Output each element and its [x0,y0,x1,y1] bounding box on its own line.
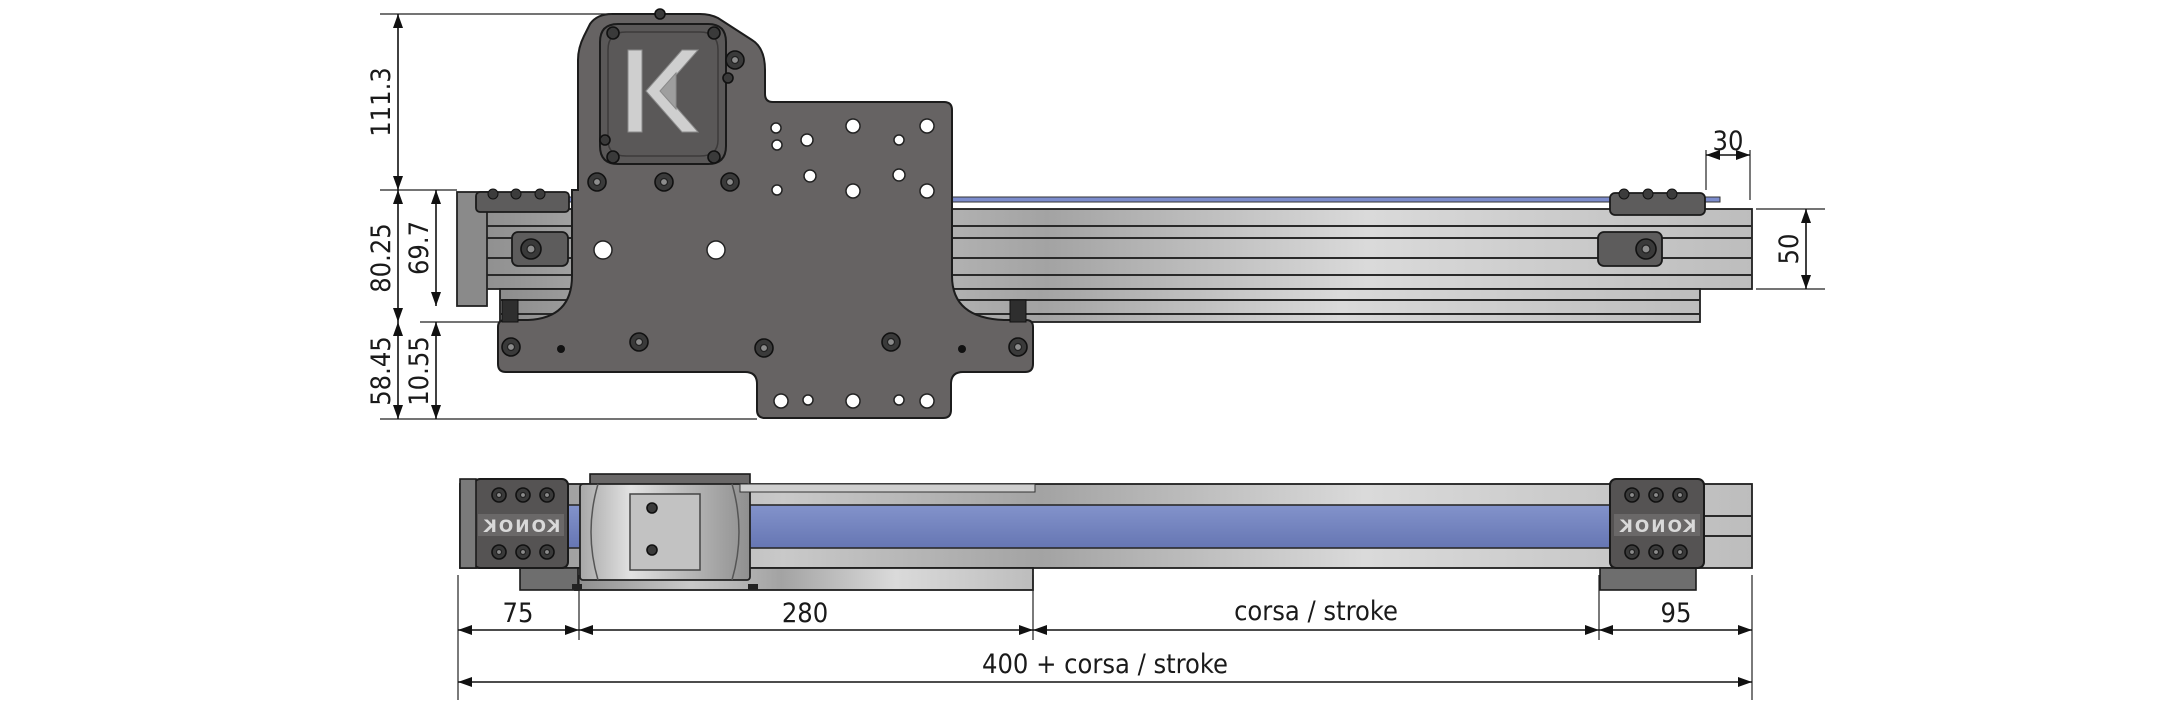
dim-profile-side: 50 [1774,234,1805,265]
dim-left: 75 [503,598,534,629]
top-plate-holes [593,118,935,409]
konok-logo-left: KONOK [478,514,564,537]
top-plate-screws [501,172,1028,358]
dim-right: 95 [1661,598,1692,629]
konok-logo-right: KONOK [1614,514,1700,537]
dim-profile-height-total: 80.25 [366,223,397,293]
top-left-end-block [475,191,570,213]
dim-total: 400 + corsa / stroke [982,649,1228,680]
side-right-end-screws [1624,487,1688,560]
konok-logo-right-text: KONOK [1618,517,1697,537]
top-dimensions: 111.3 80.25 69.7 58.45 10.55 30 50 [366,13,1825,420]
side-left-foot [519,567,579,591]
side-right-foot [1599,567,1697,591]
dim-plate-lower: 58.45 [366,336,397,406]
top-right-end-block [1609,192,1706,216]
side-left-end-screws [491,487,555,560]
side-carriage-cover [629,493,701,571]
dim-carriage: 280 [782,598,828,629]
side-dimensions: 75 280 corsa / stroke 95 400 + corsa / s… [457,575,1753,700]
dim-stroke: corsa / stroke [1234,596,1398,627]
k-logo-icon [627,49,700,133]
dim-end-block-width: 30 [1713,126,1744,157]
dim-motor-height: 111.3 [366,67,397,137]
top-view [456,8,1753,419]
side-view: KONOK KONOK [459,473,1753,591]
konok-logo-left-text: KONOK [482,517,561,537]
dim-profile-height: 69.7 [404,221,435,275]
dim-plate-offset: 10.55 [404,336,435,406]
